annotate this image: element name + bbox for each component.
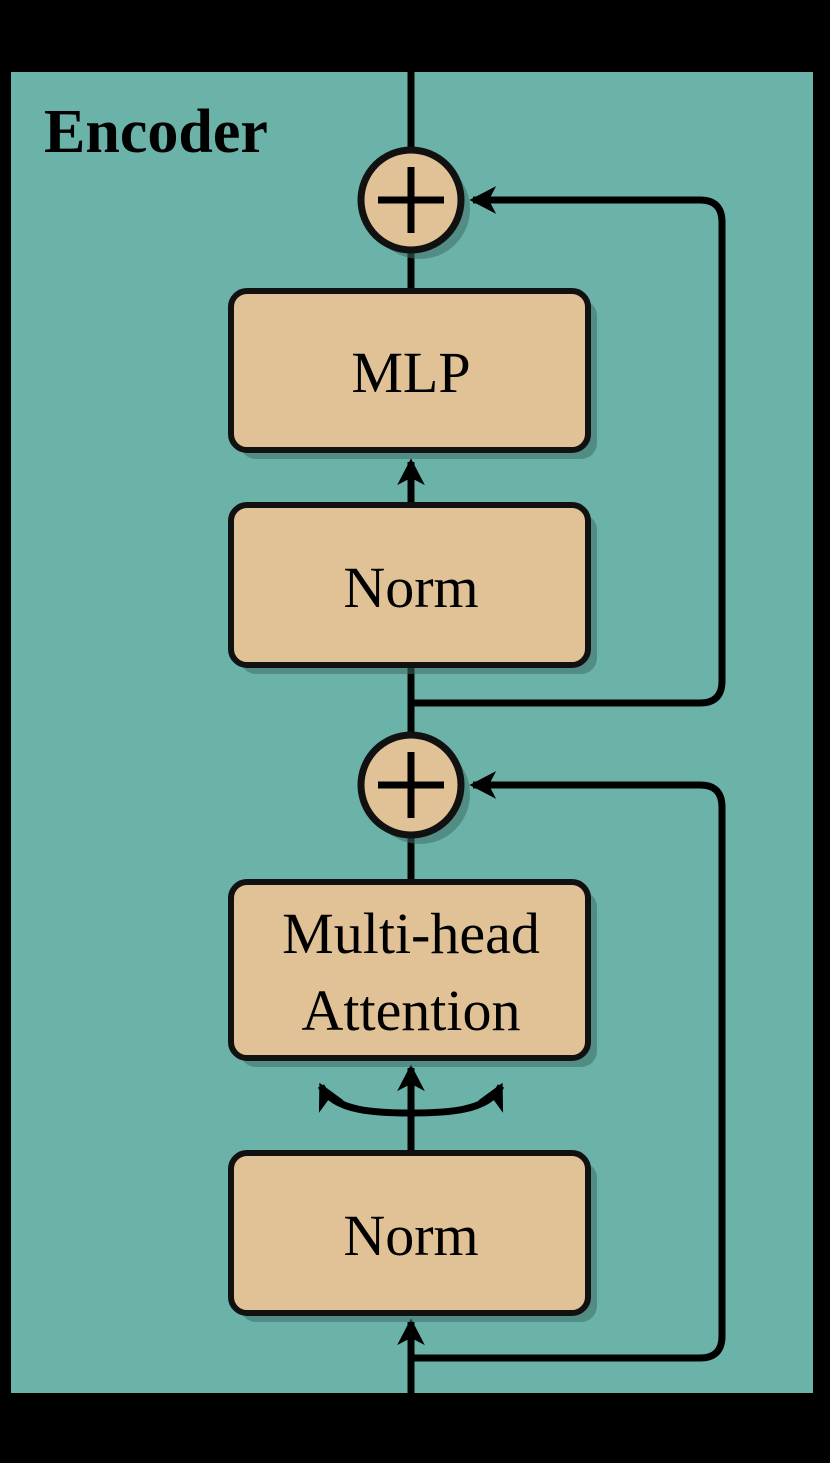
adder-mlp-residual[interactable] [357, 146, 465, 254]
connector-residual-lower [411, 771, 726, 1362]
block-norm-bottom[interactable]: Norm [228, 1150, 591, 1316]
block-norm-top-box[interactable] [228, 502, 591, 668]
connector-residual-upper [411, 186, 726, 707]
block-norm-top-label: Norm [343, 555, 478, 620]
block-mlp[interactable]: MLP [228, 288, 591, 453]
plus-icon [378, 167, 444, 233]
block-multi-head-attention-label-line1: Multi-head [282, 901, 540, 966]
connector-qkv-left-arrow [317, 1082, 412, 1117]
block-multi-head-attention-box[interactable] [228, 879, 591, 1061]
connector-qkv-right-arrow [410, 1082, 505, 1117]
block-multi-head-attention[interactable]: Multi-head Attention [228, 879, 591, 1061]
encoder-title: Encoder [44, 98, 268, 166]
block-mlp-box[interactable] [228, 288, 591, 453]
block-norm-bottom-label: Norm [343, 1203, 478, 1268]
block-norm-top[interactable]: Norm [228, 502, 591, 668]
block-multi-head-attention-label-line2: Attention [301, 978, 520, 1043]
block-mlp-label: MLP [351, 340, 470, 405]
plus-icon [378, 752, 444, 818]
block-norm-bottom-box[interactable] [228, 1150, 591, 1316]
adder-attention-residual[interactable] [357, 731, 465, 839]
